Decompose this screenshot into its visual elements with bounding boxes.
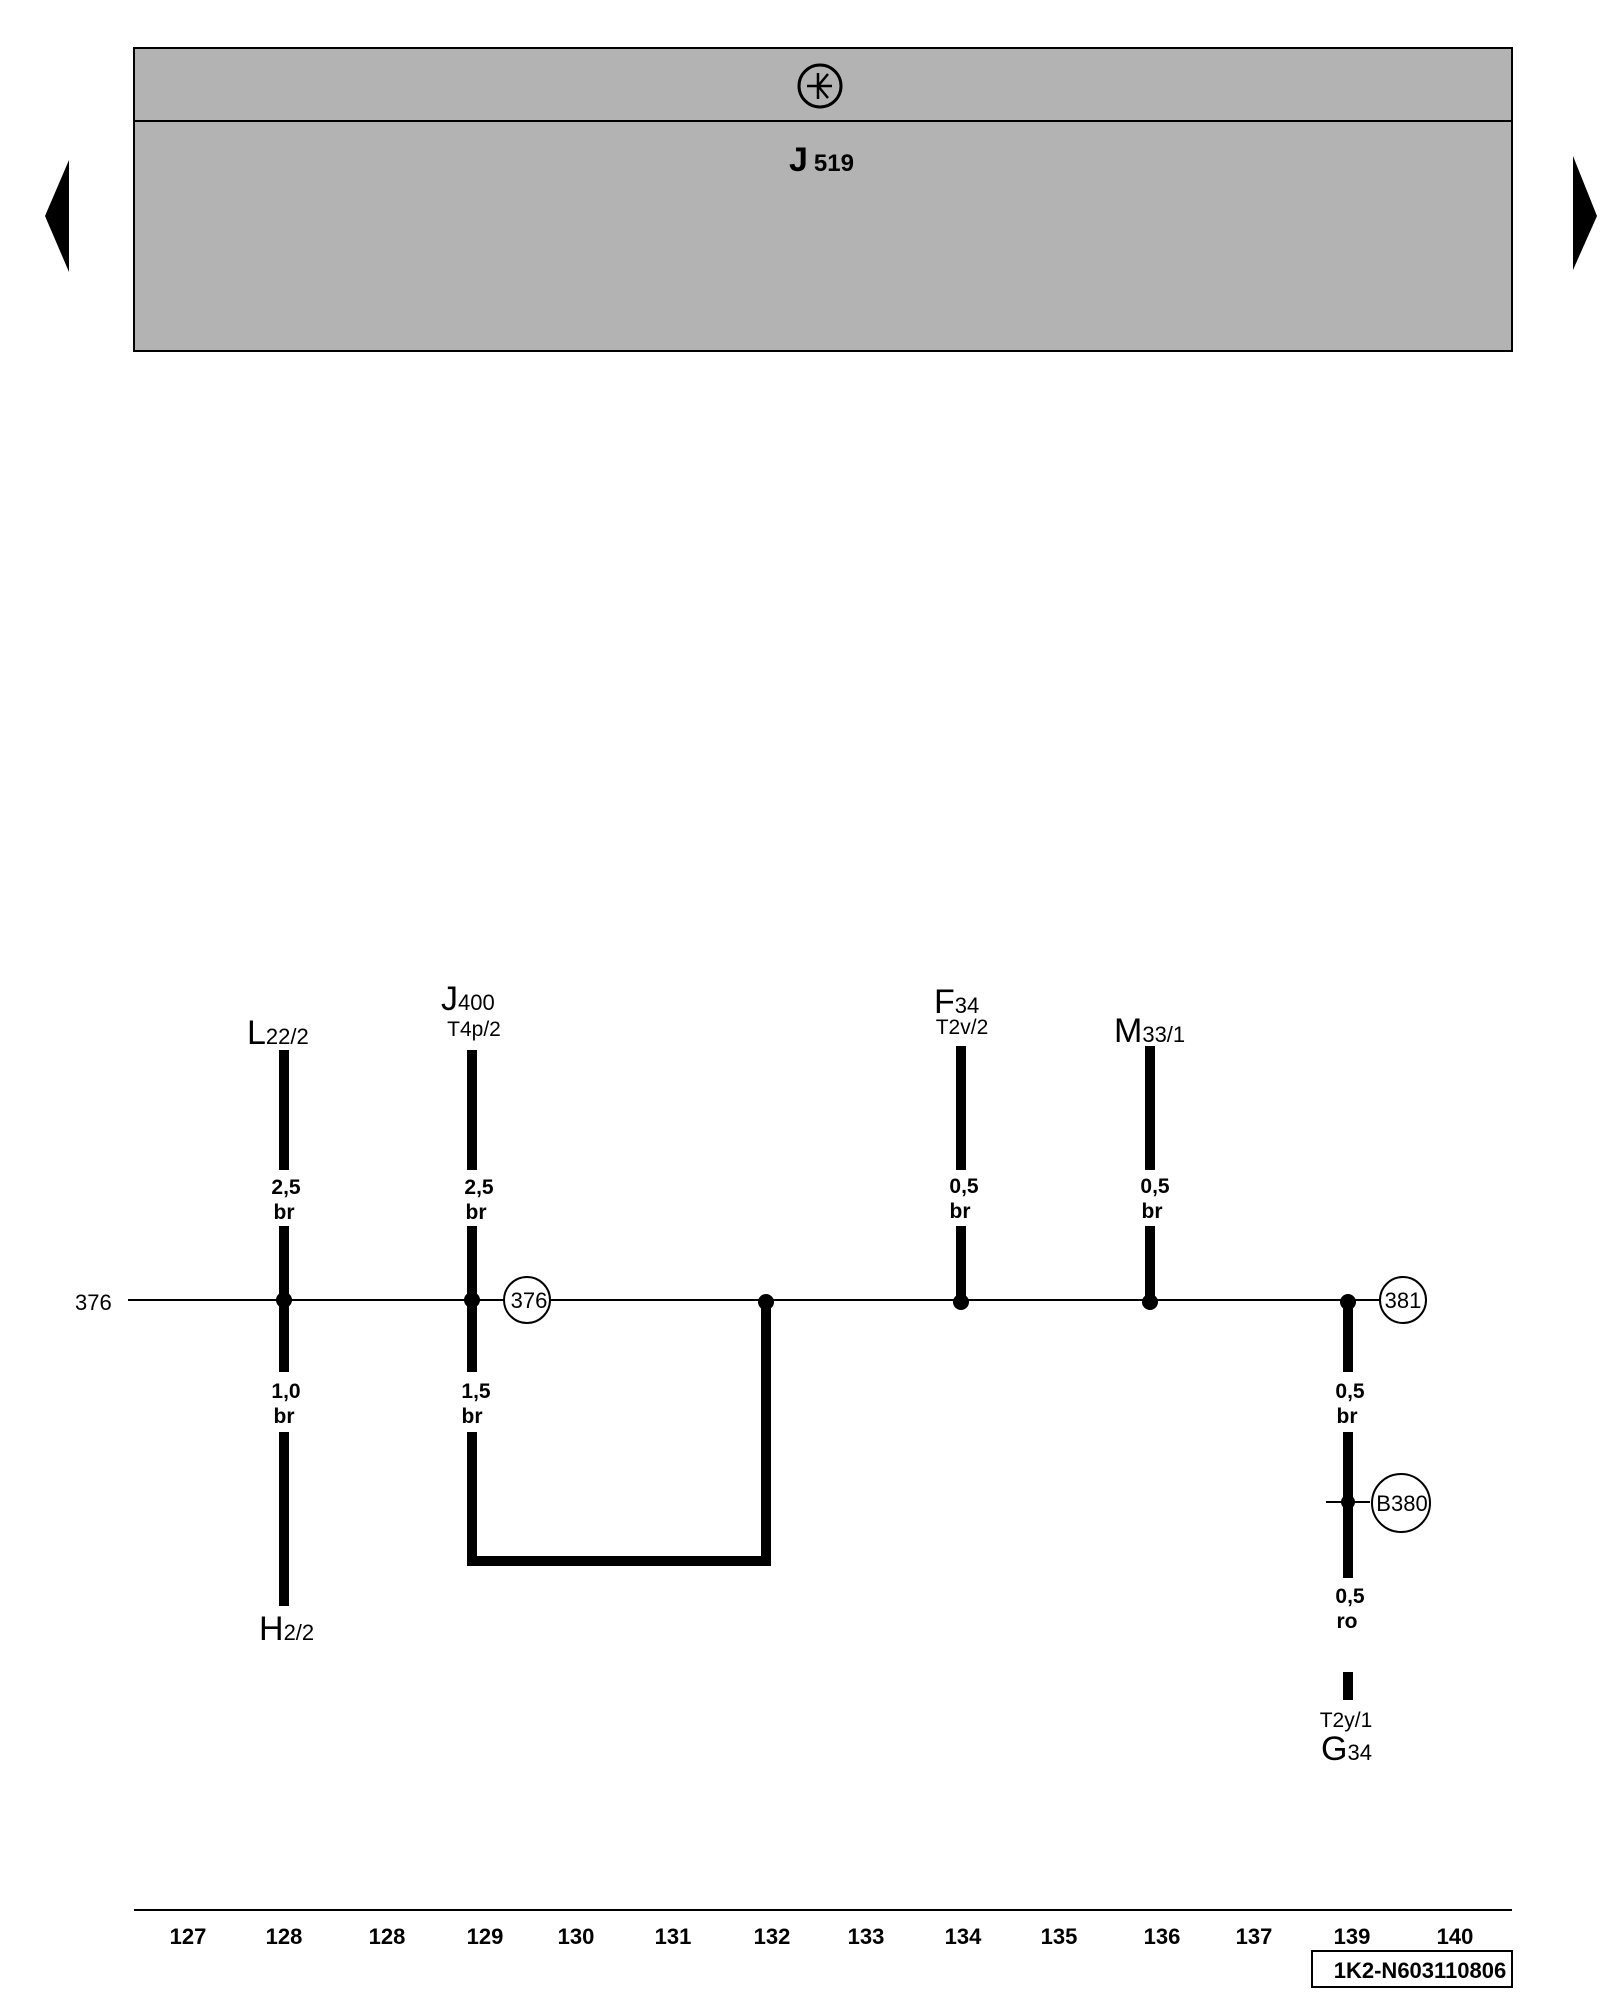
- track-number: 137: [1236, 1924, 1273, 1949]
- ground-star-icon: [797, 63, 843, 109]
- wire-color-128-bottom: br: [274, 1405, 295, 1428]
- component-g34: G34: [1321, 1730, 1372, 1768]
- track-number: 132: [754, 1924, 791, 1949]
- track-number: 130: [558, 1924, 595, 1949]
- component-f34: F34: [934, 983, 979, 1021]
- ref-381-circle[interactable]: 381: [1356, 1276, 1427, 1324]
- ref-b380-circle[interactable]: B380: [1371, 1473, 1431, 1533]
- track-number: 127: [170, 1924, 207, 1949]
- ref-376-circle[interactable]: 376: [480, 1276, 551, 1324]
- track-number: 135: [1041, 1924, 1078, 1949]
- wire-color-129-top: br: [466, 1201, 487, 1224]
- track-number: 133: [848, 1924, 885, 1949]
- doc-code: 1K2-N603110806: [1334, 1958, 1506, 1983]
- wire-size-129-bottom: 1,5: [461, 1380, 491, 1403]
- wire-size-128-top: 2,5: [271, 1176, 301, 1199]
- triangle-right-icon[interactable]: [1573, 156, 1597, 270]
- wire-color-139-bottom: ro: [1337, 1610, 1358, 1633]
- track-number: 140: [1437, 1924, 1474, 1949]
- wire-track-139: [1326, 1294, 1370, 1700]
- track-number: 139: [1334, 1924, 1371, 1949]
- pin-j400: T4p/2: [447, 1018, 501, 1041]
- track-number: 134: [945, 1924, 982, 1949]
- component-l22: L22/2: [247, 1014, 309, 1052]
- ref-376-left: 376: [75, 1290, 112, 1315]
- ref-381-label: 381: [1385, 1288, 1422, 1313]
- wire-track-128: [276, 1050, 292, 1606]
- ref-376-label: 376: [511, 1288, 548, 1313]
- wire-size-139-bottom: 0,5: [1335, 1585, 1365, 1608]
- track-numbers: 127 128 128 129 130 131 132 133 134 135 136 137 139 1…: [170, 1924, 1474, 1949]
- wire-color-134-top: br: [950, 1200, 971, 1223]
- wire-size-139-middle: 0,5: [1335, 1380, 1365, 1403]
- wire-track-136: [1142, 1046, 1158, 1310]
- wire-color-129-bottom: br: [462, 1405, 483, 1428]
- wire-color-139-middle: br: [1337, 1405, 1358, 1428]
- track-number: 129: [467, 1924, 504, 1949]
- track-number: 128: [369, 1924, 406, 1949]
- wire-size-136-top: 0,5: [1140, 1175, 1170, 1198]
- component-j400: J400: [441, 980, 495, 1018]
- component-h2: H2/2: [259, 1610, 314, 1648]
- wire-track-134: [953, 1046, 969, 1310]
- wire-color-128-top: br: [274, 1201, 295, 1224]
- wire-size-128-bottom: 1,0: [271, 1380, 300, 1403]
- track-number: 131: [655, 1924, 692, 1949]
- wire-size-134-top: 0,5: [949, 1175, 979, 1198]
- track-number: 128: [266, 1924, 303, 1949]
- pin-g34: T2y/1: [1320, 1709, 1373, 1732]
- track-number: 136: [1144, 1924, 1181, 1949]
- wire-color-136-top: br: [1142, 1200, 1163, 1223]
- component-m33: M33/1: [1114, 1012, 1185, 1050]
- pin-f34: T2v/2: [936, 1016, 989, 1039]
- wire-size-129-top: 2,5: [464, 1176, 494, 1199]
- ref-b380-label: B380: [1376, 1491, 1427, 1516]
- doc-code-box: 1K2-N603110806: [1311, 1950, 1513, 1988]
- wire-track-129: [464, 1050, 774, 1566]
- triangle-left-icon[interactable]: [45, 160, 69, 272]
